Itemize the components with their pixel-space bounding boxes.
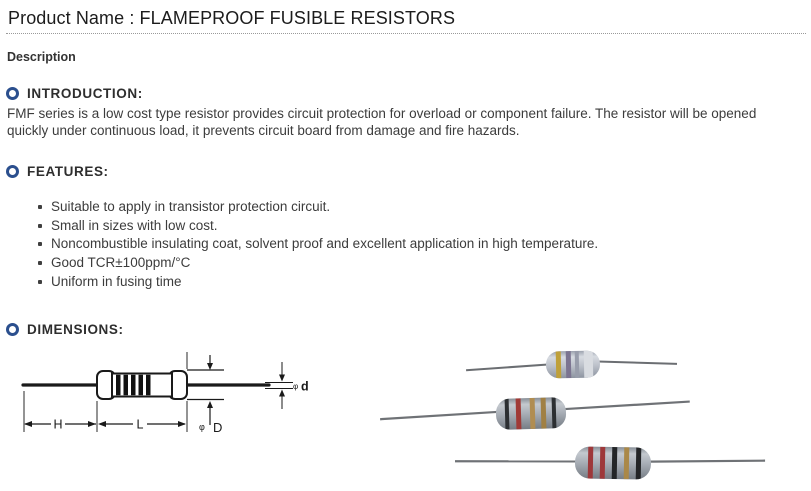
resistor-lead <box>380 410 498 421</box>
dimension-label-big-d: D <box>213 420 222 435</box>
color-bands <box>555 350 594 379</box>
resistor-small <box>466 350 678 379</box>
wire-diameter-arrowheads <box>279 374 285 397</box>
feature-item: Suitable to apply in transistor protecti… <box>38 198 598 215</box>
dimensions-diagram: H L φ D φ d <box>21 352 309 435</box>
circle-bullet-icon <box>6 87 19 100</box>
resistor-lead <box>650 459 766 463</box>
dimension-label-small-d: d <box>301 380 309 394</box>
phi-symbol: φ <box>293 382 298 391</box>
features-list: Suitable to apply in transistor protecti… <box>38 198 598 291</box>
introduction-heading-label: INTRODUCTION: <box>27 86 143 101</box>
color-band-black <box>611 446 618 480</box>
divider <box>6 33 806 34</box>
feature-text: Noncombustible insulating coat, solvent … <box>51 236 599 252</box>
color-band-gold <box>540 397 547 429</box>
color-band-black <box>551 397 557 429</box>
feature-item: Uniform in fusing time <box>38 273 598 290</box>
dimensions-heading: DIMENSIONS: <box>6 322 124 337</box>
phi-symbol: φ <box>199 422 205 432</box>
resistor-lead <box>466 363 549 372</box>
color-band-violet <box>565 351 572 379</box>
body-diameter-arrowheads <box>207 363 213 408</box>
color-band-gold <box>623 447 630 480</box>
dimension-label-h: H <box>53 418 62 432</box>
resistor-lead <box>597 360 678 365</box>
resistor-medium <box>380 397 690 430</box>
feature-item: Noncombustible insulating coat, solvent … <box>38 235 598 252</box>
color-band-red <box>587 446 594 479</box>
features-heading: FEATURES: <box>6 164 109 179</box>
band-marks <box>116 374 151 396</box>
introduction-text: FMF series is a low cost type resistor p… <box>7 106 757 138</box>
dimensions-heading-label: DIMENSIONS: <box>27 322 124 337</box>
resistor-photo <box>380 350 766 480</box>
color-band-gray <box>574 350 580 378</box>
bullet-icon <box>38 242 42 247</box>
feature-item: Good TCR±100ppm/°C <box>38 254 598 271</box>
color-band-yellow <box>555 351 562 379</box>
bullet-icon <box>38 223 42 228</box>
resistor-lead <box>455 460 578 463</box>
feature-text: Small in sizes with low cost. <box>51 217 218 233</box>
features-heading-label: FEATURES: <box>27 164 109 179</box>
dimension-label-l: L <box>137 418 144 432</box>
color-band-red <box>599 446 606 479</box>
feature-item: Small in sizes with low cost. <box>38 217 598 234</box>
feature-text: Uniform in fusing time <box>51 273 182 289</box>
feature-text: Good TCR±100ppm/°C <box>51 255 191 271</box>
circle-bullet-icon <box>6 165 19 178</box>
color-bands <box>587 446 642 480</box>
color-band-black <box>635 447 642 480</box>
color-band-black <box>504 398 510 430</box>
description-label: Description <box>7 50 76 64</box>
resistor-large <box>455 446 766 480</box>
extension-lines <box>23 352 188 432</box>
color-band-silver <box>583 350 594 378</box>
introduction-heading: INTRODUCTION: <box>6 86 143 101</box>
bullet-icon <box>38 205 42 209</box>
bullet-icon <box>38 261 42 266</box>
circle-bullet-icon <box>6 323 19 336</box>
dimension-arrowheads <box>24 421 186 427</box>
bullet-icon <box>38 279 42 284</box>
color-band-red <box>515 398 522 430</box>
body-diameter-lines <box>187 355 224 425</box>
resistor-lead <box>564 400 690 411</box>
color-band-gold <box>529 397 536 430</box>
page-title: Product Name : FLAMEPROOF FUSIBLE RESIST… <box>8 8 456 28</box>
feature-text: Suitable to apply in transistor protecti… <box>51 199 331 214</box>
color-bands <box>504 397 557 430</box>
